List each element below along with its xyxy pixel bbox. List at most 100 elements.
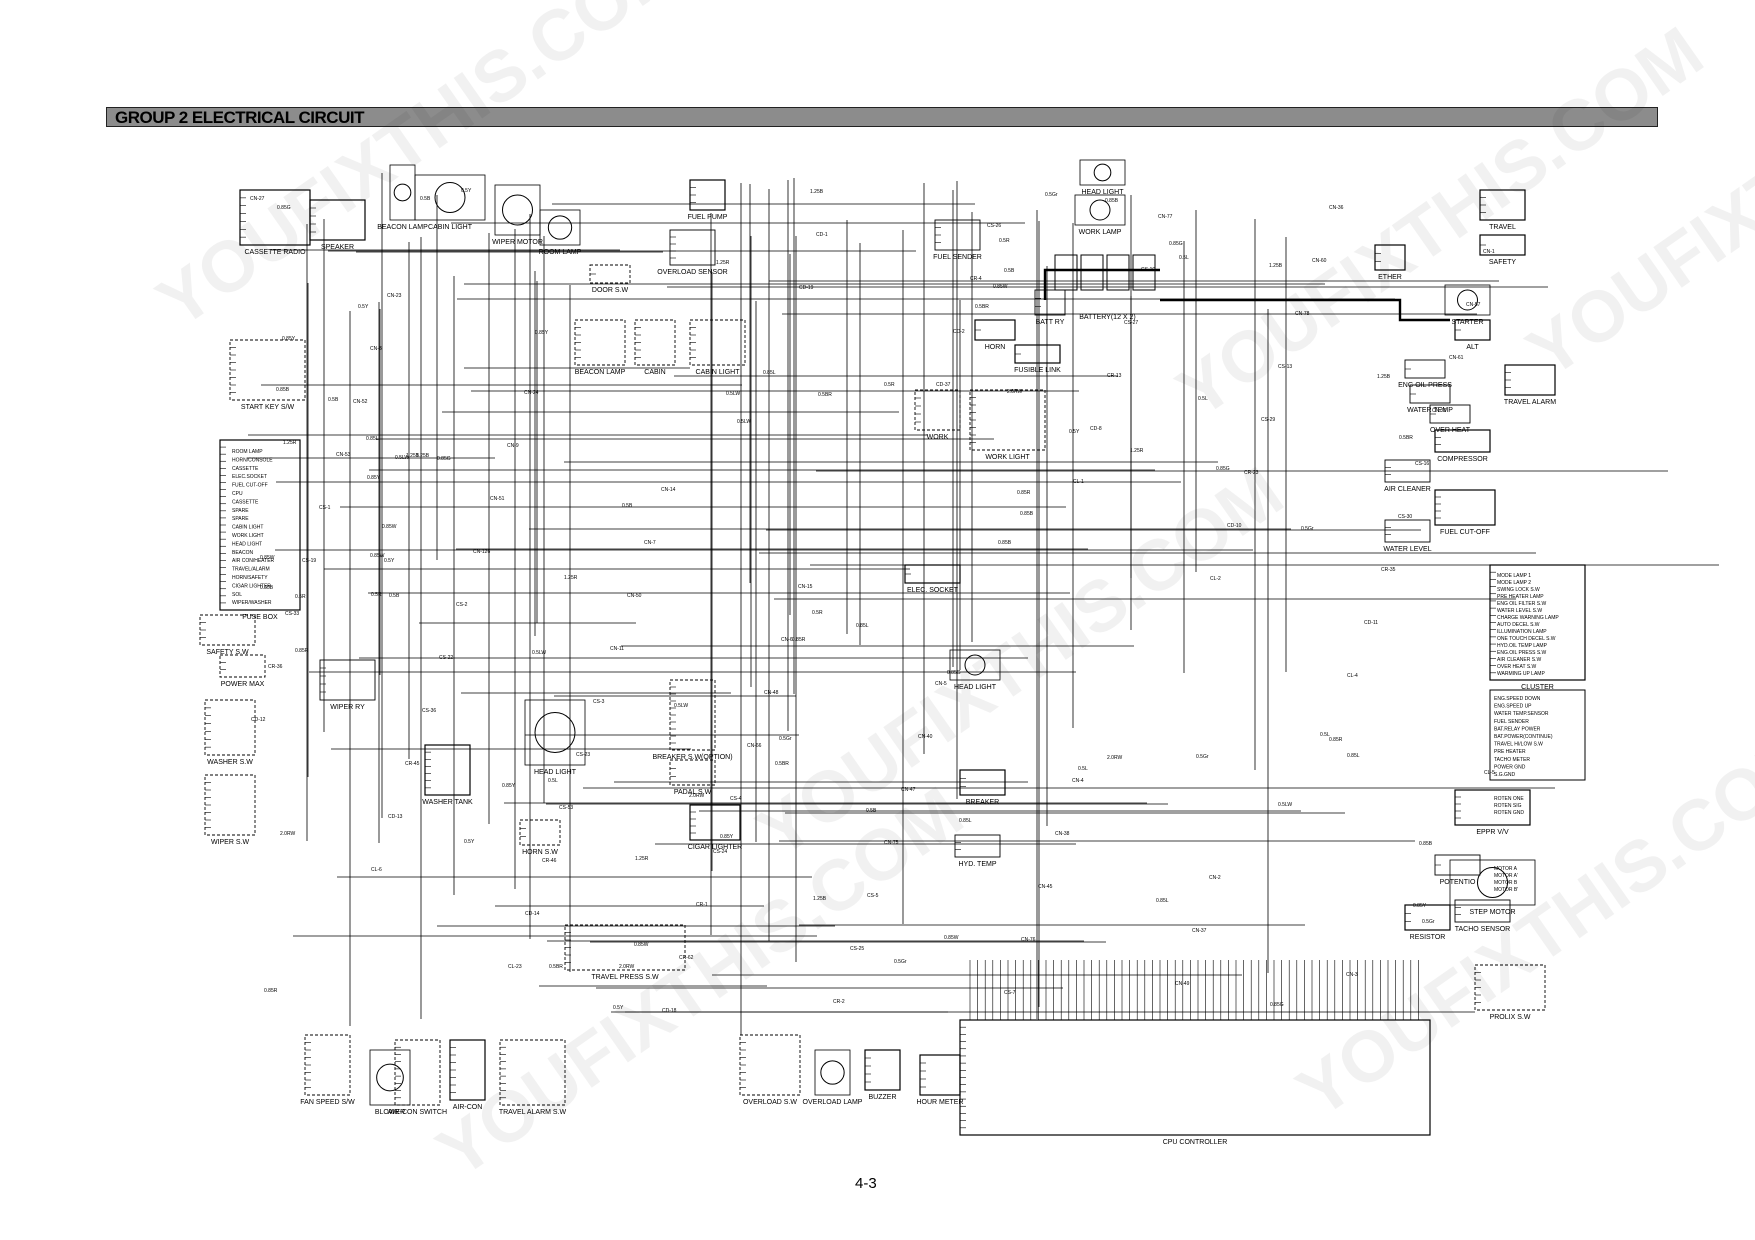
fuse-box-item: CASSETTE [232,499,259,505]
horn-sw: HORN S.W [519,819,561,856]
wire-size-label: 0.85Y [720,834,734,840]
batt-ry-frame [1034,289,1066,316]
travel-press-sw: TRAVEL PRESS S.W [564,924,686,981]
connector-tag: CS-36 [422,708,436,714]
connector-tag: CN-57 [1466,302,1481,308]
connector-tag: CD-37 [936,382,951,388]
connector-tag: CN-36 [1329,205,1344,211]
wire-size-label: 0.5R [812,610,823,616]
cabin-light-sw-label: CABIN LIGHT [696,369,741,376]
connector-tag: CN-23 [387,293,402,299]
wire-size-label: 2.0RW [1007,389,1022,395]
fuse-box-item: CPU [232,491,243,497]
cluster-item: ILLUMINATION LAMP [1497,629,1547,635]
wire-size-label: 0.5LW [1278,802,1292,808]
lamp-icon [393,183,412,202]
water-level: WATER LEVEL [1383,519,1432,553]
beacon-lamp-top-label: BEACON LAMP [377,224,428,231]
connector-tag: CN-40 [918,734,933,740]
head-light-top: HEAD LIGHT [1079,159,1126,196]
lamp-icon [964,654,986,676]
connector-tag: CD-14 [525,911,540,917]
connector-tag: CN-47 [901,787,916,793]
fuse-box-item: ROOM LAMP [232,449,263,455]
wire-size-label: 0.85Y [1413,903,1427,909]
step-motor-item: MOTOR B [1494,880,1518,886]
fuse-box-item: WIPER/WASHER [232,600,272,606]
cabin-light-top: CABIN LIGHT [414,174,486,231]
connector-tag: CN-9 [507,443,519,449]
head-light-right-frame [949,649,1001,681]
wire-size-label: 0.85L [959,818,972,824]
wire-size-label: 1.25R [716,260,730,266]
eppr-item: ROTEN GND [1494,810,1524,816]
cluster-item: WATER LEVEL S.W [1497,608,1542,614]
blower-label: BLOWER [375,1109,405,1116]
horn-sw-frame [519,819,561,846]
head-light-mid-label: HEAD LIGHT [534,769,577,776]
cassette-radio-label: CASSETTE RADIO [244,249,306,256]
work-lamp-frame [1074,194,1126,226]
wire-size-label: 0.5R [999,238,1010,244]
step-motor-item: MOTOR A [1494,866,1518,872]
head-light-right: HEAD LIGHT [949,649,1001,691]
wire-size-label: 1.25B [416,453,430,459]
cpu-signal-item: ENG.SPEED DOWN [1494,696,1541,702]
lamp-icon [820,1060,845,1085]
wire-size-label: 0.5B [389,593,400,599]
connector-tag: CN-24 [524,390,539,396]
wire-size-label: 1.25B [1269,263,1283,269]
battery-cell-icon [1106,254,1130,291]
alt: ALT [1454,319,1491,351]
wire-size-label: 0.5LW [532,650,546,656]
wire-size-label: 0.5L [548,778,558,784]
wire-size-label: 0.5LW [737,419,751,425]
connector-tag: CN-75 [884,840,899,846]
connector-tag: CS-53 [559,805,573,811]
step-motor-item: MOTOR A' [1494,873,1518,879]
connector-tag: CN-14 [661,487,676,493]
wire-size-label: 1.25R [564,575,578,581]
connector-tag: CN-49 [1175,981,1190,987]
lamp-icon [534,712,576,753]
cabin-light-sw: CABIN LIGHT [689,319,746,376]
safety-sw-label: SAFETY S.W [206,649,249,656]
wire-size-label: 0.5L [1320,732,1330,738]
step-motor: STEP MOTOR [1449,859,1536,916]
fuel-pump: FUEL PUMP [688,179,728,221]
connector-tag: CS-30 [1398,514,1412,520]
connector-tag: CN-78 [1295,311,1310,317]
fuse-box-label: FUSE BOX [242,614,278,621]
wire-size-label: 0.85B [276,387,290,393]
connector-tag: CR-2 [833,999,845,1005]
speaker-frame [309,199,366,241]
head-light-right-label: HEAD LIGHT [954,684,997,691]
hour-meter-label: HOUR METER [916,1099,963,1106]
motor-icon [1477,867,1508,898]
connector-tag: CN-61 [1449,355,1464,361]
connector-tag: CN-11 [610,646,624,652]
travel-alarm-sw-label: TRAVEL ALARM S.W [499,1109,567,1116]
head-light-mid: HEAD LIGHT [524,699,586,776]
connector-tag: CS-19 [302,558,316,564]
wire-size-label: 2.0RW [619,964,634,970]
connector-tag: CN-2 [1209,875,1221,881]
fuse-box-item: CASSETTE [232,466,259,472]
fuel-cut-off-label: FUEL CUT-OFF [1440,529,1490,536]
cabin-light-sw-frame [689,319,746,366]
cluster-item: HYD.OIL TEMP LAMP [1497,643,1548,649]
wire-size-label: 0.85G [277,205,291,211]
wire-size-label: 0.5R [371,592,382,598]
connector-tag: CS-33 [285,611,299,617]
fuel-sender: FUEL SENDER [933,219,982,261]
prolix-sw-label: PROLIX S.W [1490,1014,1531,1021]
battery-label: BATTERY(12 X 2) [1079,314,1136,321]
head-light-top-frame [1079,159,1126,186]
connector-tag: CR-62 [679,955,694,961]
wire-size-label: 0.85L [763,370,776,376]
fuse-box-item: SPARE [232,516,249,522]
cluster-item: ENG.OIL PRESS S.W [1497,650,1547,656]
wire-size-label: 0.5L [1078,766,1088,772]
fuse-box: FUSE BOX [219,439,301,621]
cpu-signal-item: S.G.GND [1494,772,1516,778]
